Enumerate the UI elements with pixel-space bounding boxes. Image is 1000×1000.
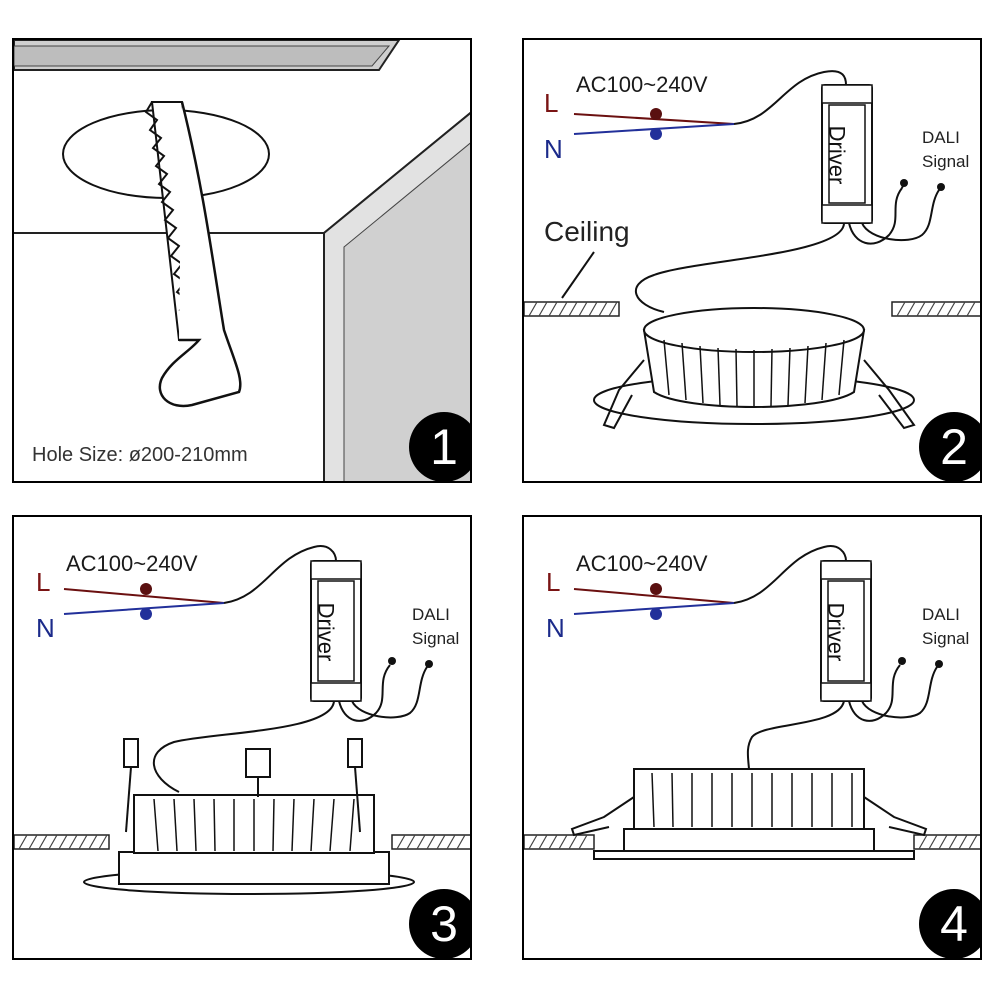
neutral-label: N [36,613,55,643]
ceiling-hatch [18,834,466,850]
ceiling-label: Ceiling [544,216,630,247]
wiring-illustration-2 [524,70,980,430]
dali-terminal-2 [935,660,943,668]
driver-label-area [827,580,865,682]
output-cable [746,700,845,770]
dali-label-line1: DALI [412,605,450,624]
spring-clip-right [863,796,928,837]
wiring-illustration-3 [14,545,470,895]
dali-label-line1: DALI [922,605,960,624]
dali-label-line2: Signal [412,629,460,648]
driver-label: Driver [823,602,849,662]
saw-handle [158,101,242,408]
step-2-badge: 2 [919,412,980,481]
wiring-illustration-4 [524,545,980,860]
ceiling-slab-right [913,834,980,850]
wall-inner [343,142,470,481]
step-4-panel: AC100~240V L N Driver DALI Signal 4 [522,515,982,960]
downlight-body [633,768,865,830]
ceiling-pointer [561,251,595,299]
dali-wire-1 [338,664,391,722]
driver-end-cap-bottom [310,682,362,702]
step-3-badge: 3 [409,889,470,958]
dali-label-line1: DALI [922,128,960,147]
dali-terminal-1 [898,657,906,665]
step-1-badge: 1 [409,412,470,481]
cutting-hole-illustration [14,40,470,481]
live-wire [63,588,225,604]
spring-clip-left [602,359,645,430]
clip-left-head [123,738,139,768]
ceiling-slab-left [524,301,620,317]
input-cable [733,70,847,125]
dali-terminal-1 [388,657,396,665]
driver-label: Driver [313,602,339,662]
live-label: L [546,567,561,597]
neutral-terminal [140,608,152,620]
neutral-terminal [650,128,662,140]
ceiling-slab-right [891,301,980,317]
heatsink-fins [153,798,355,852]
clip-right-spring [354,766,361,833]
dali-wire-2 [351,666,428,719]
dali-wire-1 [848,664,901,722]
heatsink-fins [663,339,845,407]
voltage-label: AC100~240V [576,72,708,97]
spring-clip-left [570,796,635,837]
dali-wire-2 [861,666,938,719]
ceiling-board-edge [14,45,391,67]
downlight-trim [593,850,915,860]
ceiling-slab-left [14,834,110,850]
dali-terminal-2 [937,183,945,191]
driver-end-cap-bottom [821,204,873,224]
clip-left-spring [125,766,132,833]
voltage-label: AC100~240V [576,551,708,576]
step-1-panel: Hole Size: ø200-210mm 1 [12,38,472,483]
live-terminal [650,108,662,120]
driver-end-cap-bottom [820,682,872,702]
live-wire [573,588,735,604]
neutral-label: N [544,134,563,164]
spring-clip-right [863,359,916,430]
driver-label-area [317,580,355,682]
dali-wire-2 [861,189,940,242]
ceiling-hatch [528,834,978,850]
live-label: L [36,567,51,597]
step-2-panel: AC100~240V L N Driver DALI Signal Ceilin… [522,38,982,483]
input-cable [733,545,847,604]
step-3-panel: AC100~240V L N Driver DALI Signal 3 [12,515,472,960]
step-4-badge: 4 [919,889,980,958]
downlight-base [118,851,390,885]
output-cable [634,222,845,313]
downlight-top [643,307,865,353]
driver-end-cap-top [820,560,872,580]
driver-end-cap-top [821,84,873,104]
heatsink-fins [651,772,853,828]
ceiling-hatch [528,301,976,317]
dali-label-line2: Signal [922,629,970,648]
dali-terminal-1 [900,179,908,187]
downlight-base [623,828,875,852]
driver-end-cap-top [310,560,362,580]
hole-size-label: Hole Size: ø200-210mm [32,444,248,466]
live-label: L [544,88,559,118]
voltage-label: AC100~240V [66,551,198,576]
driver-label: Driver [824,125,850,185]
neutral-terminal [650,608,662,620]
input-cable [223,545,337,604]
neutral-label: N [546,613,565,643]
driver-label-area [828,104,866,204]
clip-middle-head [245,748,271,778]
dali-terminal-2 [425,660,433,668]
clip-right-head [347,738,363,768]
output-cable [153,700,335,793]
live-terminal [140,583,152,595]
dali-label-line2: Signal [922,152,970,171]
live-terminal [650,583,662,595]
